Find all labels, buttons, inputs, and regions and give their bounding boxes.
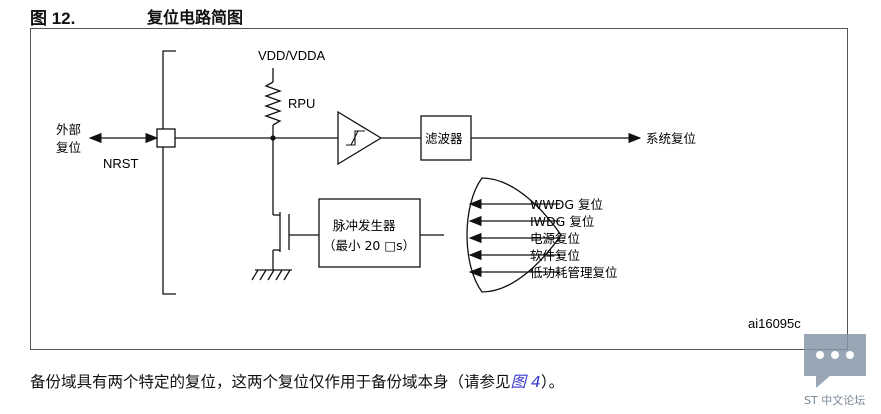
pull-up-resistor: [264, 81, 282, 126]
figure-number: 图 12.: [30, 9, 76, 28]
supply-label: VDD/VDDA: [258, 48, 326, 63]
reset-source-power: 电源复位: [530, 231, 580, 246]
reset-source-low-power: 低功耗管理复位: [530, 265, 618, 280]
figure-link[interactable]: 图 4: [510, 373, 541, 391]
pulse-generator-label-2: （最小 20 □s）: [323, 238, 415, 253]
resistor-label: RPU: [288, 96, 315, 111]
filter-label: 滤波器: [425, 131, 463, 146]
reset-source-iwdg: IWDG 复位: [530, 214, 594, 229]
chip-boundary: [162, 50, 176, 295]
pulse-generator-box: [318, 198, 421, 268]
figure-title: 复位电路简图: [147, 8, 244, 27]
chat-bubble-icon: [804, 334, 866, 388]
or-gate: [466, 177, 562, 293]
external-reset-label-2: 复位: [56, 140, 81, 155]
system-reset-label: 系统复位: [646, 131, 696, 146]
caption: 备份域具有两个特定的复位，这两个复位仅作用于备份域本身（请参见图 4）。: [30, 370, 564, 392]
reset-source-wwdg: WWDG 复位: [530, 197, 603, 212]
reset-source-software: 软件复位: [530, 248, 580, 263]
caption-end: ）。: [540, 373, 565, 391]
nrst-label: NRST: [103, 156, 138, 171]
nrst-pad: [156, 128, 176, 148]
schmitt-trigger: [337, 110, 383, 166]
diagram-frame: [30, 28, 848, 350]
figure-code: ai16095c: [748, 316, 801, 331]
caption-text: 备份域具有两个特定的复位，这两个复位仅作用于备份域本身（请参见: [30, 373, 511, 391]
pulse-generator-label-1: 脉冲发生器: [333, 218, 396, 233]
watermark-text: ST 中文论坛: [804, 394, 866, 407]
filter-box: [420, 115, 472, 161]
external-reset-label-1: 外部: [56, 122, 81, 137]
